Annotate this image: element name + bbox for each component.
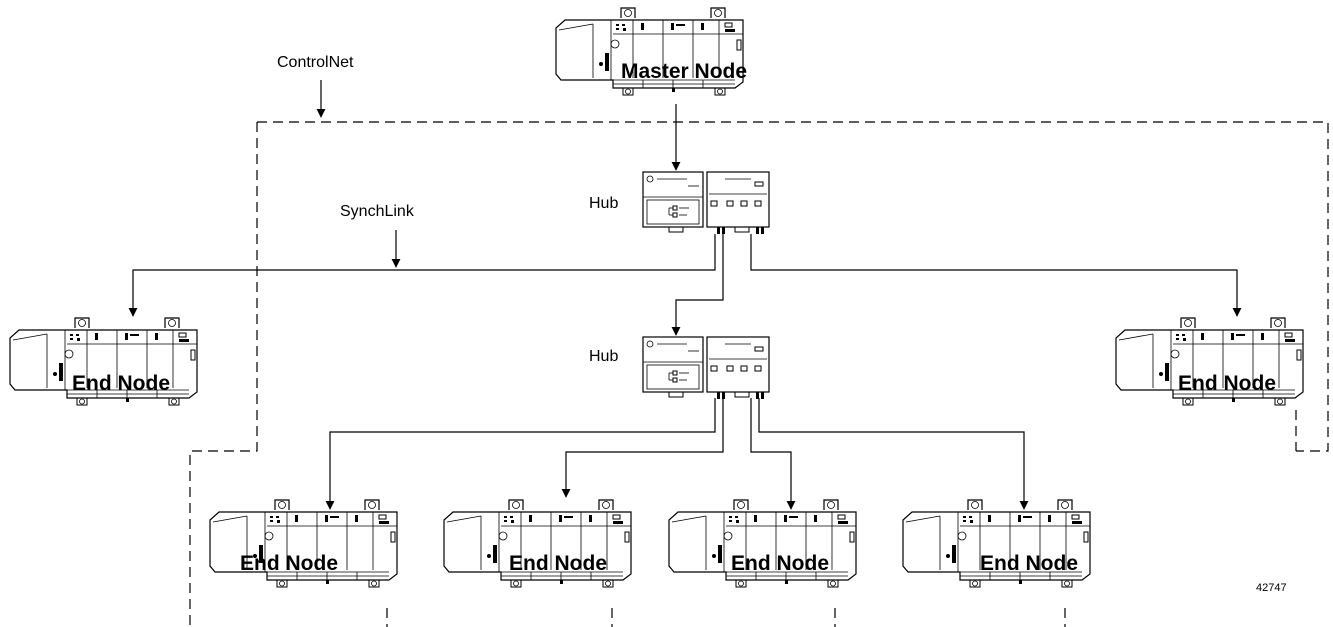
end-node-bottom-4: End Node: [902, 499, 1091, 588]
hub1-to-left-end-link: [128, 234, 716, 317]
controlnet-label: ControlNet: [277, 54, 354, 71]
hub-1-label: Hub: [589, 195, 618, 212]
end-node-right: End Node: [1115, 317, 1304, 406]
end-node-bottom-3: End Node: [668, 499, 857, 588]
hub2-to-end-4-link: [758, 398, 1029, 510]
end-node-label: End Node: [980, 552, 1078, 575]
end-node-label: End Node: [731, 552, 829, 575]
master-node-chassis: Master Node: [555, 7, 747, 96]
hub-1: [642, 171, 770, 235]
hub-2-label: Hub: [589, 348, 618, 365]
controlnet-left-drop: [189, 122, 258, 627]
controlnet-trunk: [257, 121, 1329, 452]
hub-2: [642, 336, 770, 400]
figure-number: 42747: [1256, 582, 1287, 594]
end-node-bottom-2: End Node: [443, 499, 632, 588]
end-node-label: End Node: [72, 372, 170, 395]
end-node-label: End Node: [240, 552, 338, 575]
hub2-to-end-1-link: [325, 398, 716, 510]
hub1-to-right-end-link: [750, 234, 1242, 317]
synchlink-label: SynchLink: [340, 203, 415, 220]
end-node-label: End Node: [509, 552, 607, 575]
hub2-to-end-3-link: [750, 398, 796, 510]
end-node-left: End Node: [9, 317, 198, 406]
end-node-bottom-1: End Node: [209, 499, 398, 588]
hub1-to-hub2-link: [671, 234, 724, 336]
end-node-label: End Node: [1178, 372, 1276, 395]
hub2-to-end-2-link: [561, 398, 724, 498]
master-node-label: Master Node: [621, 60, 747, 83]
